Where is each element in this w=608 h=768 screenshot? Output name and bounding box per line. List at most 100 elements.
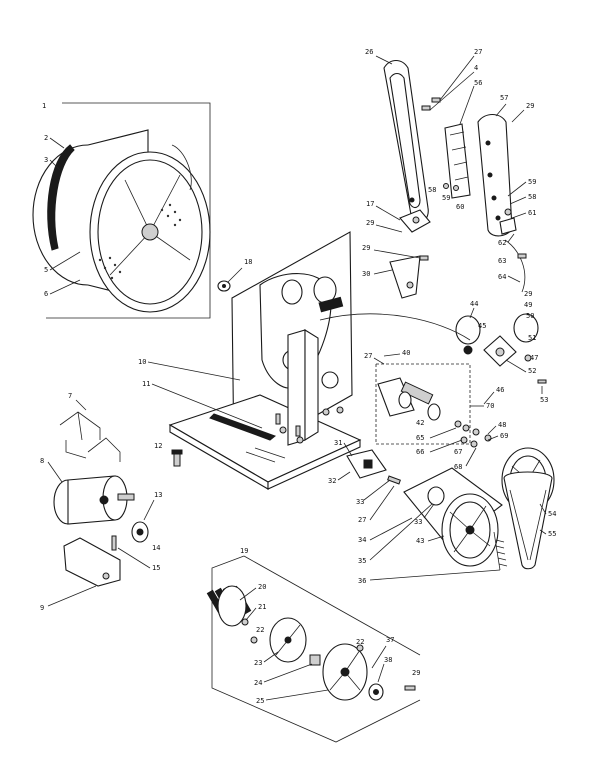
callout-70: 70 [486, 402, 494, 410]
callout-51: 51 [528, 334, 536, 342]
callout-66: 66 [416, 448, 424, 456]
callout-69: 69 [500, 432, 508, 440]
screw-12 [171, 449, 183, 467]
callout-17: 17 [366, 200, 374, 208]
callout-35: 35 [358, 557, 366, 565]
callout-2: 2 [44, 134, 48, 142]
callout-47: 47 [530, 354, 538, 362]
screw-29 [404, 685, 416, 691]
callout-24: 24 [254, 679, 262, 687]
blower-wheel-20 [206, 585, 252, 627]
callout-65: 65 [416, 434, 424, 442]
callout-61: 61 [528, 209, 536, 217]
callout-52: 52 [528, 367, 536, 375]
callout-9: 9 [40, 604, 44, 612]
callout-1: 1 [42, 102, 46, 110]
element-56 [444, 123, 471, 199]
callout-64: 64 [498, 273, 506, 281]
callout-58b: 58 [528, 193, 536, 201]
callout-49: 49 [524, 301, 532, 309]
callout-25: 25 [256, 697, 264, 705]
heater-panels [383, 59, 526, 299]
callout-44: 44 [470, 300, 478, 308]
callout-27b: 27 [364, 352, 372, 360]
callout-7: 7 [68, 392, 72, 400]
pulley-44 [455, 315, 481, 345]
callout-53: 53 [540, 396, 548, 404]
callout-29d: 29 [412, 669, 420, 677]
blower-group [206, 555, 421, 743]
callout-59: 59 [442, 194, 450, 202]
callout-26: 26 [365, 48, 373, 56]
callout-31: 31 [334, 439, 342, 447]
drum-assembly-group: 1 2 3 5 6 [32, 102, 211, 319]
callout-10: 10 [138, 358, 146, 366]
callout-40: 40 [402, 349, 410, 357]
callout-54: 54 [548, 510, 556, 518]
callout-45: 45 [478, 322, 486, 330]
callout-36: 36 [358, 577, 366, 585]
screw-15 [111, 535, 117, 551]
panel-57 [477, 113, 513, 237]
callout-22: 22 [256, 626, 264, 634]
callout-37: 37 [386, 636, 394, 644]
callout-14: 14 [152, 544, 160, 552]
wire-64 [504, 239, 526, 293]
callout-67: 67 [454, 448, 462, 456]
callout-58: 58 [428, 186, 436, 194]
nut-24 [309, 654, 321, 666]
callout-55: 55 [548, 530, 556, 538]
callout-18: 18 [244, 258, 252, 266]
spring-36 [493, 531, 501, 571]
callout-56: 56 [474, 79, 482, 87]
callout-8: 8 [40, 457, 44, 465]
screw-21 [241, 618, 249, 626]
callout-27c: 27 [358, 516, 366, 524]
bulkhead-and-base [168, 231, 362, 490]
blower-group-bracket [211, 555, 421, 743]
callout-68: 68 [454, 463, 462, 471]
callout-57: 57 [500, 94, 508, 102]
callout-32: 32 [328, 477, 336, 485]
callout-60: 60 [456, 203, 464, 211]
callout-3: 3 [44, 156, 48, 164]
callout-11: 11 [142, 380, 150, 388]
callout-46: 46 [496, 386, 504, 394]
callout-29b: 29 [366, 219, 374, 227]
callout-15: 15 [152, 564, 160, 572]
callout-43: 43 [416, 537, 424, 545]
callout-23: 23 [254, 659, 262, 667]
callout-33: 33 [356, 498, 364, 506]
idler-pulley-51 [513, 313, 539, 343]
drive-belt-55 [503, 471, 553, 570]
callout-29e: 29 [524, 290, 532, 298]
callout-6: 6 [44, 290, 48, 298]
callout-63: 63 [498, 257, 506, 265]
callout-30: 30 [362, 270, 370, 278]
drum [32, 129, 211, 313]
callout-50: 50 [526, 312, 534, 320]
callout-38: 38 [384, 656, 392, 664]
callout-27: 27 [474, 48, 482, 56]
callout-42: 42 [416, 419, 424, 427]
callout-62: 62 [498, 239, 506, 247]
callout-5: 5 [44, 266, 48, 274]
callout-19: 19 [240, 547, 248, 555]
callout-22b: 22 [356, 638, 364, 646]
callout-13: 13 [154, 491, 162, 499]
callout-59b: 59 [528, 178, 536, 186]
callout-33b: 33 [414, 518, 422, 526]
motor-assembly [53, 411, 149, 587]
callout-48: 48 [498, 421, 506, 429]
washer-22 [250, 636, 258, 644]
callout-12: 12 [154, 442, 162, 450]
drum-group-bracket [46, 102, 211, 319]
callout-21: 21 [258, 603, 266, 611]
callout-4: 4 [474, 64, 478, 72]
callout-34: 34 [358, 536, 366, 544]
pulley-35 [427, 486, 445, 506]
callout-20: 20 [258, 583, 266, 591]
drive-assembly [319, 313, 555, 571]
callout-29c: 29 [362, 244, 370, 252]
